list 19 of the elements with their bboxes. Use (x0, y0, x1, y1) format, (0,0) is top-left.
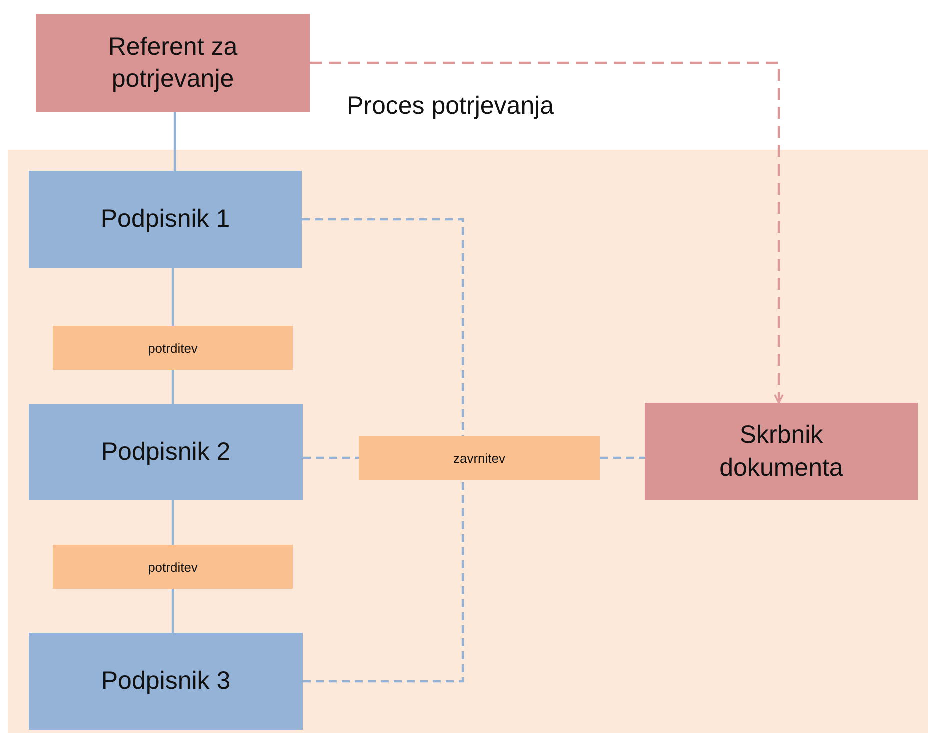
connector-line (172, 370, 174, 404)
connector-line (600, 456, 645, 460)
connector-line (172, 500, 174, 545)
connector-line (303, 480, 464, 683)
arrow (310, 62, 784, 404)
custodian-box: Skrbnik dokumenta (645, 403, 918, 500)
connector-line (174, 112, 176, 171)
connector-line (303, 456, 359, 460)
connector-line (172, 589, 174, 633)
signer-box: Podpisnik 1 (29, 171, 302, 268)
signer-box: Podpisnik 2 (29, 404, 303, 500)
signer-box: Podpisnik 3 (29, 633, 303, 730)
connector-line (302, 218, 464, 436)
referent-box: Referent za potrjevanje (36, 14, 310, 112)
section-heading: Proces potrjevanja (347, 92, 554, 121)
approval-box: potrditev (53, 545, 293, 589)
approval-box: potrditev (53, 326, 293, 370)
rejection-box: zavrnitev (359, 436, 600, 480)
connector-line (172, 268, 174, 326)
